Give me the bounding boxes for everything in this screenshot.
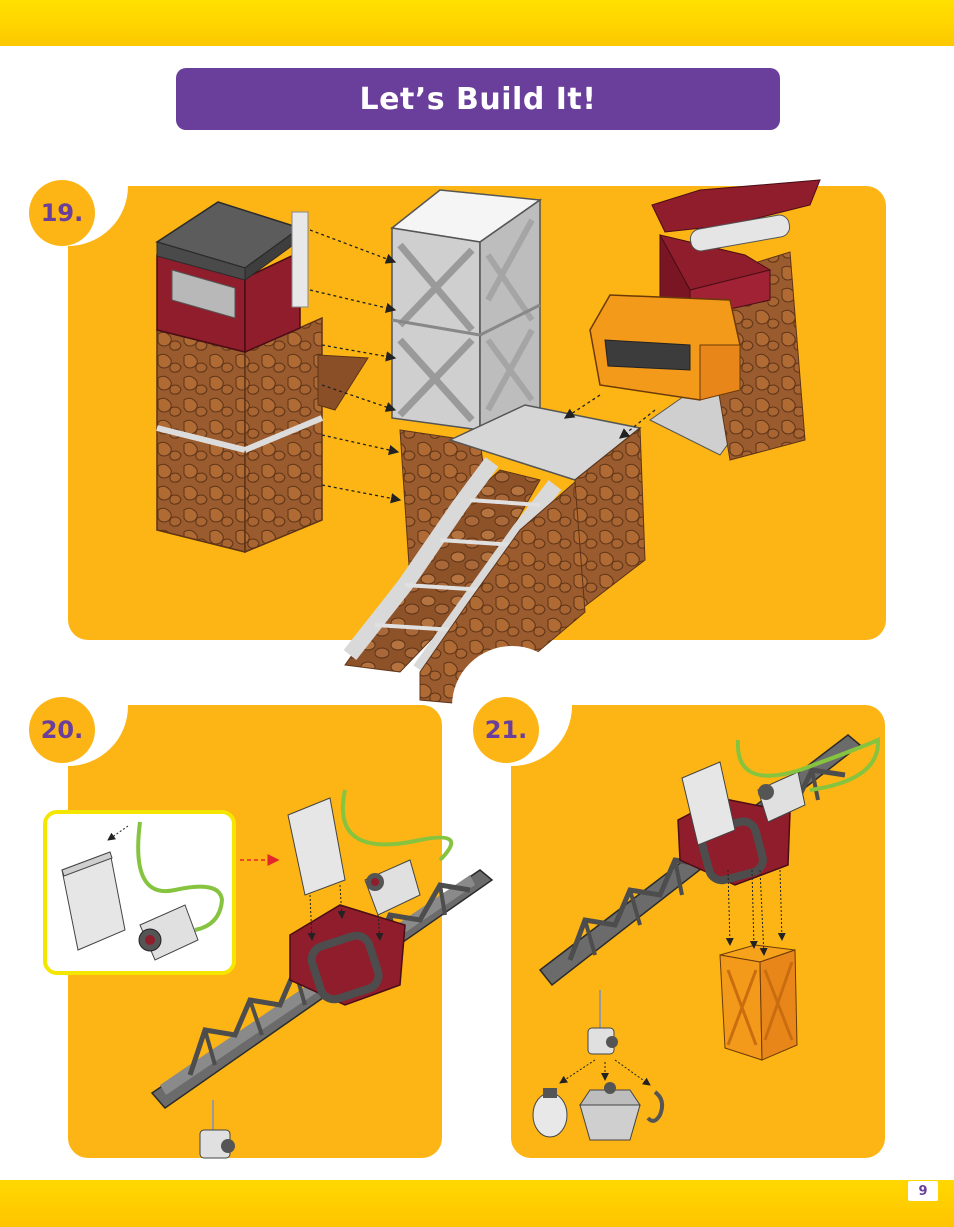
orange-tower-piece — [720, 945, 797, 1060]
step-21-number: 21. — [485, 716, 528, 744]
page-number: 9 — [918, 1184, 927, 1199]
claw-bucket-attachment — [580, 1082, 640, 1140]
step-21-badge: 21. — [473, 697, 539, 763]
light-bulb-attachment — [533, 1088, 567, 1137]
page-number-box: 9 — [908, 1181, 938, 1201]
hook-block-21 — [588, 1028, 618, 1054]
bottom-color-band — [0, 1180, 954, 1227]
hook-attachment — [648, 1092, 662, 1121]
